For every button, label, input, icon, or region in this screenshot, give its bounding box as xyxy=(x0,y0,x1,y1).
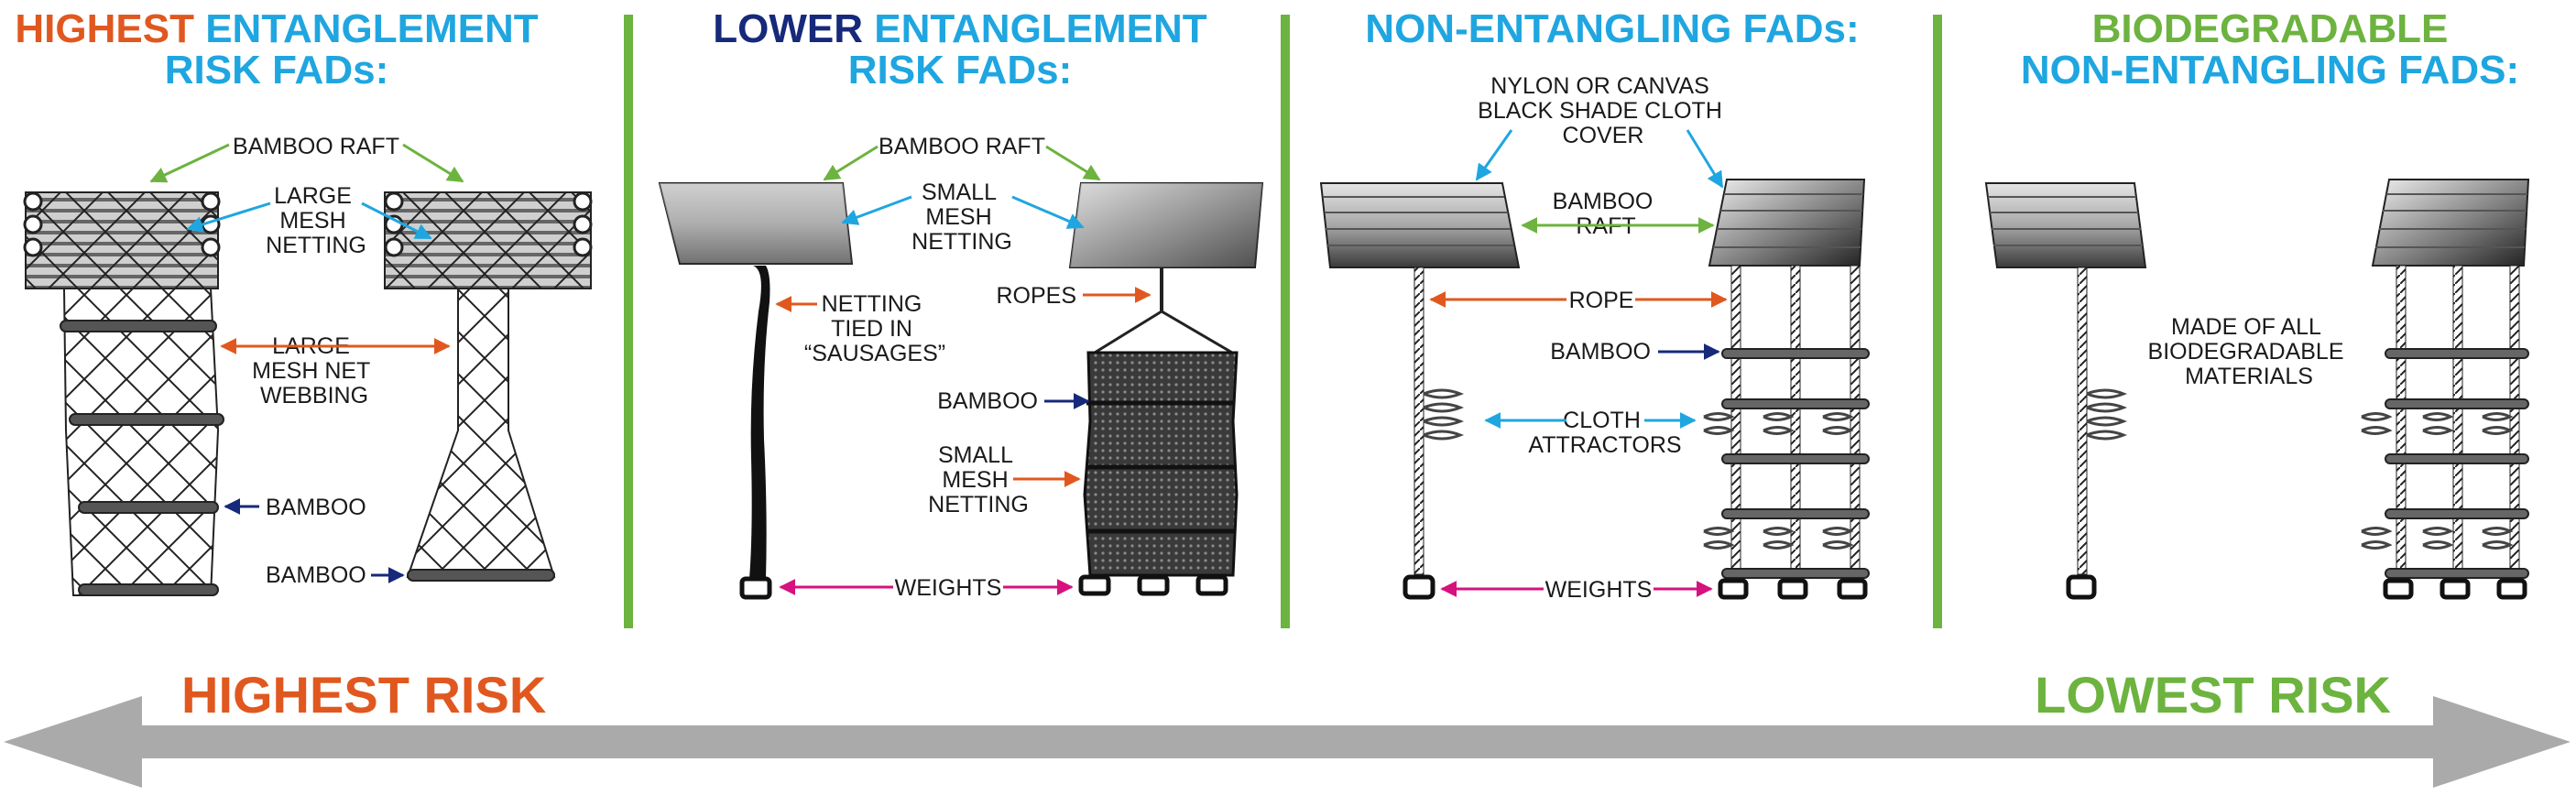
weight-ne-2 xyxy=(1777,578,1808,600)
ropes-ne-right xyxy=(1730,265,1861,578)
weight-bio-1 xyxy=(2383,578,2414,600)
label-shade-cloth-cover: NYLON OR CANVAS BLACK SHADE CLOTH COVER xyxy=(1478,73,1729,148)
arrow-bamboo-raft-highest-left xyxy=(149,143,230,183)
panel-highest-risk: HIGHEST ENTANGLEMENT RISK FADs: xyxy=(15,6,593,596)
label-biodegradable-materials: MADE OF ALL BIODEGRADABLE MATERIALS xyxy=(2148,314,2351,389)
panel-lower-heading-line1: LOWER ENTANGLEMENT xyxy=(713,6,1207,51)
weight-lower-3 xyxy=(1195,574,1228,596)
bamboo-raft-bio-left xyxy=(1984,182,2147,268)
weight-bio-3 xyxy=(2496,578,2527,600)
rope-bio-left xyxy=(2077,267,2088,575)
large-bamboo-raft-left xyxy=(23,191,221,289)
label-ropes: ROPES xyxy=(996,283,1076,309)
cloth-attractor-ne-left xyxy=(1423,388,1465,441)
weight-ne-left xyxy=(1403,574,1435,600)
label-bamboo-raft-highest: BAMBOO RAFT xyxy=(233,134,399,159)
large-mesh-net-webbing-right xyxy=(406,288,556,582)
arrow-small-mesh-netting-left xyxy=(841,195,912,225)
panel-lower-risk: LOWER ENTANGLEMENT RISK FADs: BAMBOO RAF… xyxy=(658,6,1264,601)
panel-biodegradable: BIODEGRADABLE NON-ENTANGLING FADS: xyxy=(1984,6,2530,600)
raft-lines-bio-left xyxy=(1988,196,2143,246)
arrow-large-mesh-netting-right xyxy=(361,201,432,240)
cloth-attractor-bio-left xyxy=(2086,388,2128,441)
bamboo-raft-nonentangling-right xyxy=(1708,179,1866,267)
small-mesh-raft-left-shade xyxy=(660,183,852,264)
cloth-attractors-bio-right xyxy=(2361,412,2514,550)
bamboo-raft-nonentangling-left xyxy=(1319,182,1521,268)
arrow-small-mesh-netting-right xyxy=(1011,195,1085,229)
label-large-mesh-net-webbing: LARGE MESH NET WEBBING xyxy=(252,333,377,408)
panel-lower-heading-line2: RISK FADs: xyxy=(848,48,1072,93)
weight-lower-2 xyxy=(1137,574,1170,596)
label-bamboo-ne: BAMBOO xyxy=(1550,339,1651,365)
label-highest-risk: HIGHEST RISK xyxy=(181,666,546,724)
panel-dividers xyxy=(624,15,1942,628)
arrow-cover-left xyxy=(1475,129,1513,181)
ropes-bio-right xyxy=(2396,265,2520,578)
divider-1 xyxy=(624,15,633,628)
bamboo-rungs-bio xyxy=(2385,348,2529,579)
rope-lower-right xyxy=(1161,310,1233,354)
label-bamboo-lower: BAMBOO xyxy=(937,388,1038,414)
panel-highest-heading-line2: RISK FADs: xyxy=(165,48,388,93)
cloth-attractors-ne-right xyxy=(1703,412,1854,550)
rope-lower-left xyxy=(1094,310,1162,354)
weight-bio-left xyxy=(2066,574,2097,600)
label-bamboo-highest-1: BAMBOO xyxy=(266,495,366,520)
netting-sausage xyxy=(749,266,770,579)
weight-bio-2 xyxy=(2440,578,2471,600)
weight-ne-1 xyxy=(1718,578,1749,600)
panel-biodegradable-heading-line1: BIODEGRADABLE xyxy=(2092,6,2449,51)
label-bamboo-raft-lower: BAMBOO RAFT xyxy=(879,134,1045,159)
label-weights-ne: WEIGHTS xyxy=(1545,577,1653,603)
arrow-bamboo-raft-highest-right xyxy=(402,143,464,183)
raft-lines-ne-left xyxy=(1323,196,1513,246)
label-small-mesh-netting-top: SMALL MESH NETTING xyxy=(911,180,1012,255)
weight-lower-left xyxy=(739,576,772,600)
label-rope-ne: ROPE xyxy=(1569,288,1634,313)
label-weights-lower: WEIGHTS xyxy=(895,575,1002,601)
label-bamboo-raft-ne: BAMBOO RAFT xyxy=(1553,189,1660,239)
raft-lines-ne-right xyxy=(1713,193,1863,248)
divider-3 xyxy=(1933,15,1942,628)
weight-lower-1 xyxy=(1078,574,1111,596)
small-mesh-net-panel xyxy=(1083,351,1239,577)
large-bamboo-raft-right xyxy=(384,191,593,289)
risk-scale-arrow xyxy=(4,696,2571,788)
small-mesh-raft-right-shade xyxy=(1070,183,1262,267)
bamboo-raft-bio-right xyxy=(2371,179,2530,267)
bamboo-rungs-ne xyxy=(1721,348,1870,579)
arrow-large-mesh-netting-left xyxy=(186,201,271,233)
label-lowest-risk: LOWEST RISK xyxy=(2035,666,2391,724)
large-mesh-net-webbing-left xyxy=(60,288,224,596)
arrow-cover-right xyxy=(1686,129,1724,189)
divider-2 xyxy=(1281,15,1290,628)
panel-non-entangling: NON-ENTANGLING FADs: xyxy=(1319,6,1870,603)
arrow-bamboo-raft-lower-left xyxy=(823,145,879,181)
panel-highest-heading-line1: HIGHEST ENTANGLEMENT xyxy=(15,6,538,51)
label-small-mesh-netting: SMALL MESH NETTING xyxy=(928,442,1029,517)
label-cloth-attractors: CLOTH ATTRACTORS xyxy=(1528,408,1681,458)
risk-scale: HIGHEST RISK LOWEST RISK xyxy=(4,666,2571,788)
arrow-bamboo-raft-lower-right xyxy=(1045,145,1101,181)
panel-nonentangling-heading: NON-ENTANGLING FADs: xyxy=(1365,6,1859,51)
panel-biodegradable-heading-line2: NON-ENTANGLING FADS: xyxy=(2021,48,2519,93)
weight-ne-3 xyxy=(1837,578,1868,600)
label-netting-sausages: NETTING TIED IN “SAUSAGES” xyxy=(804,291,945,366)
rope-ne-left xyxy=(1414,267,1424,575)
raft-lines-bio-right xyxy=(2375,193,2527,248)
label-large-mesh-netting: LARGE MESH NETTING xyxy=(266,183,366,258)
label-bamboo-highest-2: BAMBOO xyxy=(266,562,366,588)
